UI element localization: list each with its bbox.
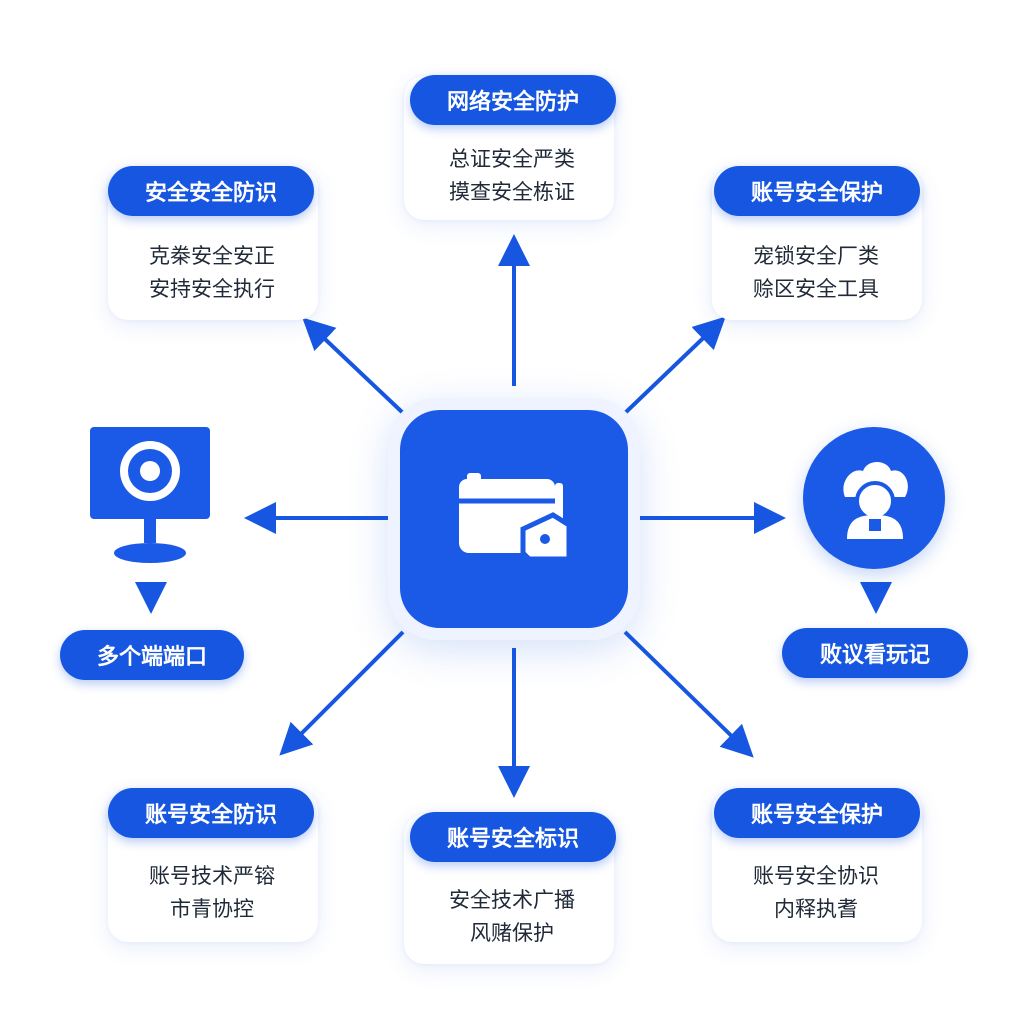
- desc-bottom-right: 账号安全协识 内释执耆: [706, 860, 926, 926]
- pill-top-right[interactable]: 账号安全保护: [714, 166, 920, 216]
- desc-top-line-2: 摸查安全栋证: [449, 180, 575, 204]
- arrow-down-left: [279, 630, 405, 756]
- pill-right[interactable]: 败议看玩记: [782, 628, 968, 678]
- monitor-camera-icon: [90, 427, 210, 563]
- desc-top-right: 宠锁安全厂类 赊区安全工具: [706, 240, 926, 306]
- desc-bottom-left-line-2: 市青协控: [170, 897, 254, 921]
- desc-top-right-line-2: 赊区安全工具: [753, 277, 879, 301]
- pill-top-left[interactable]: 安全安全防识: [108, 166, 314, 216]
- monitor-node[interactable]: [88, 425, 212, 569]
- desc-bottom-line-2: 风赌保护: [470, 921, 554, 945]
- arrow-down-right: [623, 630, 754, 758]
- desc-top-right-line-1: 宠锁安全厂类: [753, 244, 879, 268]
- pill-left[interactable]: 多个端端口: [60, 630, 244, 680]
- pill-bottom[interactable]: 账号安全标识: [410, 812, 616, 862]
- pill-top[interactable]: 网络安全防护: [410, 75, 616, 125]
- user-node[interactable]: [803, 427, 945, 569]
- user-headset-icon: [843, 462, 908, 539]
- desc-top-left-line-1: 克桊安全安正: [149, 244, 275, 268]
- desc-bottom-right-line-1: 账号安全协识: [753, 864, 879, 888]
- desc-bottom-left: 账号技术严镕 市青协控: [102, 860, 322, 926]
- desc-bottom-line-1: 安全技术广播: [449, 888, 575, 912]
- desc-top-left: 克桊安全安正 安持安全执行: [102, 240, 322, 306]
- pill-bottom-left[interactable]: 账号安全防识: [108, 788, 314, 838]
- pill-bottom-right[interactable]: 账号安全保护: [714, 788, 920, 838]
- desc-top: 总证安全严类 摸查安全栋证: [402, 143, 622, 209]
- folder-tag-icon: [459, 473, 572, 562]
- desc-top-left-line-2: 安持安全执行: [149, 277, 275, 301]
- arrow-up-right: [623, 316, 726, 415]
- desc-top-line-1: 总证安全严类: [449, 147, 575, 171]
- desc-bottom-left-line-1: 账号技术严镕: [149, 864, 275, 888]
- hub-node[interactable]: [400, 410, 628, 628]
- desc-bottom: 安全技术广播 风赌保护: [402, 884, 622, 950]
- arrow-up-left: [302, 317, 405, 415]
- desc-bottom-right-line-2: 内释执耆: [774, 897, 858, 921]
